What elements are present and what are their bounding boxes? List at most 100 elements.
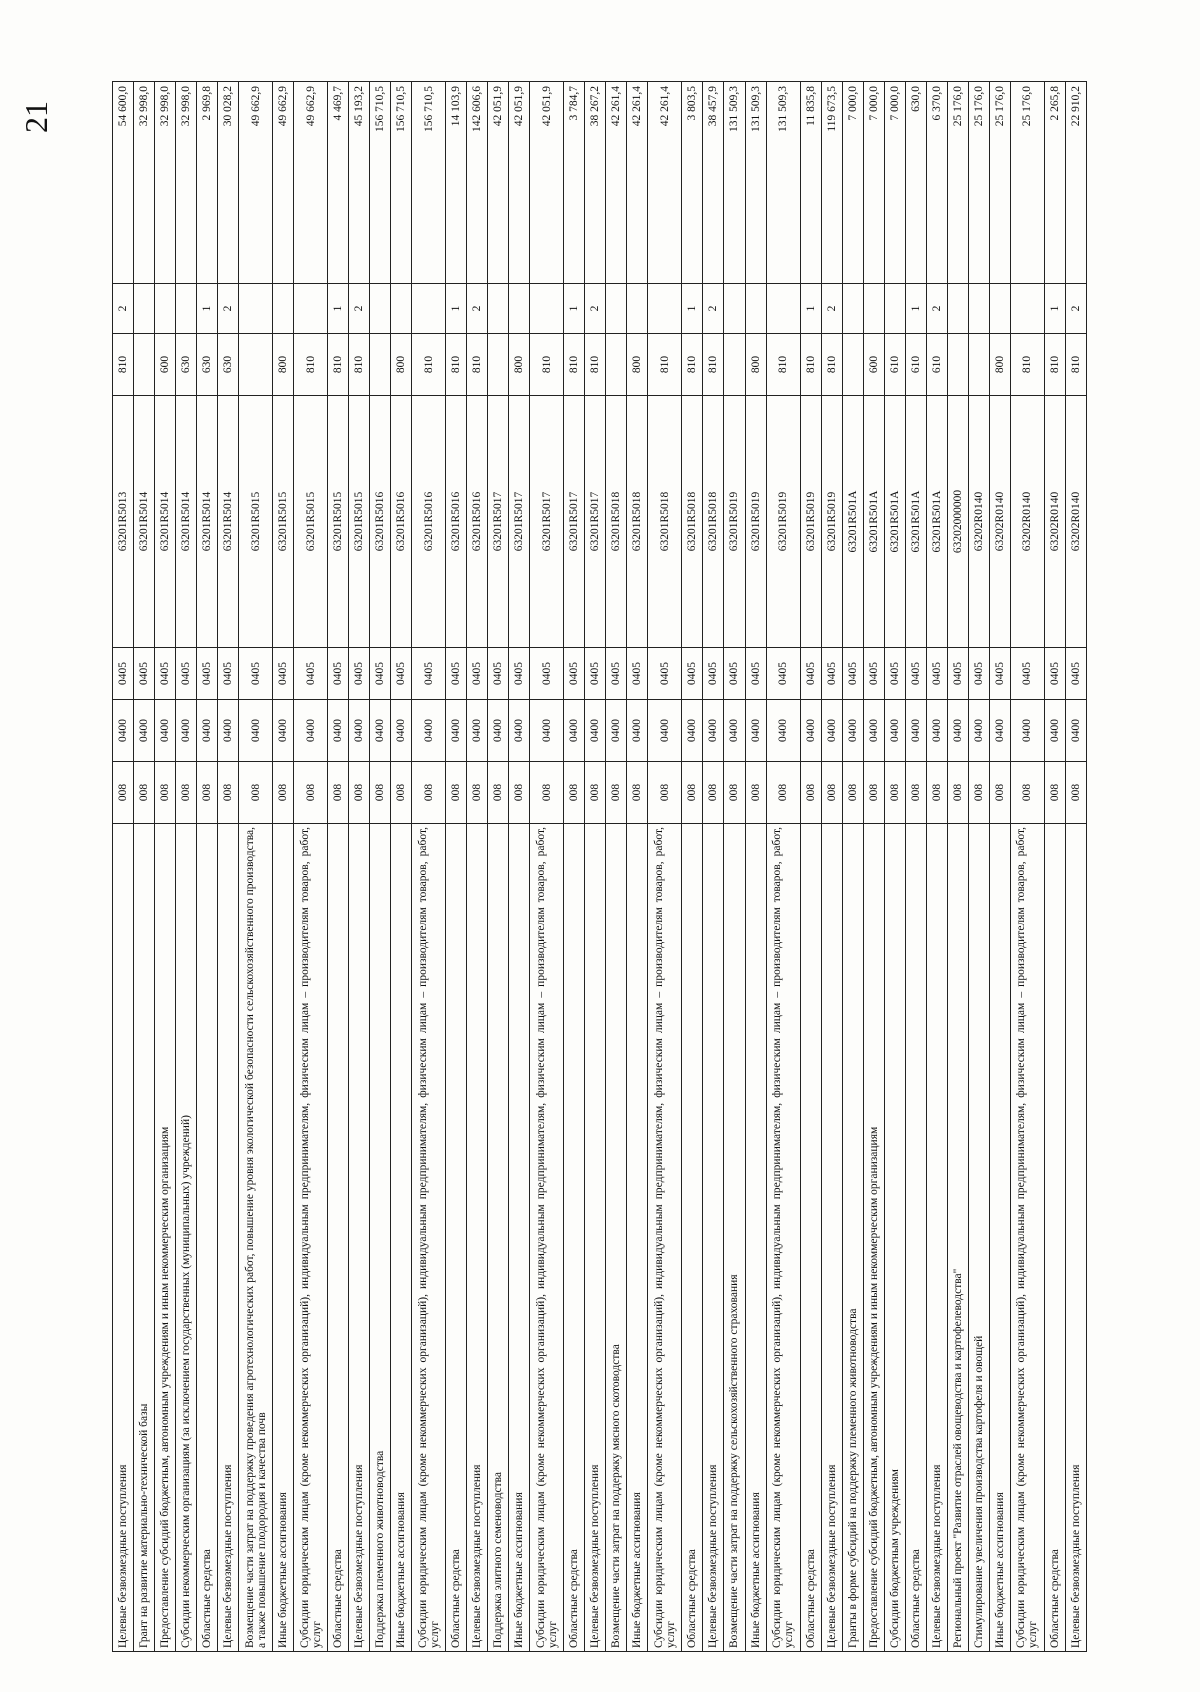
section-code-cell: 0400 bbox=[863, 699, 885, 762]
amount-cell: 45 193,2 bbox=[348, 81, 370, 284]
amount-cell: 131 509,3 bbox=[723, 81, 745, 284]
amount-cell: 4 469,7 bbox=[327, 81, 349, 284]
target-article-cell: 63201R5015 bbox=[272, 395, 294, 648]
ministry-code-cell: 008 bbox=[584, 761, 606, 824]
subsection-code-cell: 0405 bbox=[466, 647, 488, 700]
target-article-cell: 63201R501A bbox=[842, 395, 864, 648]
table-row: Возмещение части затрат на поддержку про… bbox=[238, 81, 273, 1652]
section-code-cell: 0400 bbox=[1010, 699, 1045, 762]
section-code-cell: 0400 bbox=[466, 699, 488, 762]
expense-type-cell: 810 bbox=[1044, 333, 1066, 396]
item-name-cell: Областные средства bbox=[681, 823, 703, 1652]
item-name-cell: Иные бюджетные ассигнования bbox=[626, 823, 648, 1652]
amount-cell: 7 000,0 bbox=[863, 81, 885, 284]
target-article-cell: 63201R5016 bbox=[466, 395, 488, 648]
funding-source-cell bbox=[647, 283, 682, 334]
subsection-code-cell: 0405 bbox=[238, 647, 273, 700]
target-article-cell: 63201R5018 bbox=[681, 395, 703, 648]
table-row: Субсидии юридическим лицам (кроме некомм… bbox=[1010, 81, 1045, 1652]
target-article-cell: 63201R5016 bbox=[369, 395, 391, 648]
ministry-code-cell: 008 bbox=[272, 761, 294, 824]
expense-type-cell: 610 bbox=[926, 333, 948, 396]
subsection-code-cell: 0405 bbox=[647, 647, 682, 700]
subsection-code-cell: 0405 bbox=[723, 647, 745, 700]
section-code-cell: 0400 bbox=[800, 699, 822, 762]
funding-source-cell: 1 bbox=[1044, 283, 1066, 334]
target-article-cell: 63201R5016 bbox=[445, 395, 467, 648]
target-article-cell: 63202R0140 bbox=[968, 395, 990, 648]
item-name-cell: Целевые безвозмездные поступления bbox=[926, 823, 948, 1652]
expense-type-cell: 810 bbox=[681, 333, 703, 396]
section-code-cell: 0400 bbox=[487, 699, 509, 762]
section-code-cell: 0400 bbox=[884, 699, 906, 762]
funding-source-cell bbox=[154, 283, 176, 334]
target-article-cell: 63201R5014 bbox=[196, 395, 218, 648]
ministry-code-cell: 008 bbox=[348, 761, 370, 824]
target-article-cell: 63201R5015 bbox=[348, 395, 370, 648]
ministry-code-cell: 008 bbox=[217, 761, 239, 824]
expense-type-cell: 810 bbox=[466, 333, 488, 396]
subsection-code-cell: 0405 bbox=[863, 647, 885, 700]
expense-type-cell bbox=[842, 333, 864, 396]
target-article-cell: 63201R5018 bbox=[605, 395, 627, 648]
target-article-cell: 63201R5017 bbox=[487, 395, 509, 648]
section-code-cell: 0400 bbox=[989, 699, 1011, 762]
target-article-cell: 63201R5019 bbox=[723, 395, 745, 648]
ministry-code-cell: 008 bbox=[508, 761, 530, 824]
ministry-code-cell: 008 bbox=[626, 761, 648, 824]
section-code-cell: 0400 bbox=[390, 699, 412, 762]
ministry-code-cell: 008 bbox=[369, 761, 391, 824]
amount-cell: 42 051,9 bbox=[487, 81, 509, 284]
item-name-cell: Областные средства bbox=[327, 823, 349, 1652]
ministry-code-cell: 008 bbox=[175, 761, 197, 824]
funding-source-cell: 2 bbox=[348, 283, 370, 334]
subsection-code-cell: 0405 bbox=[842, 647, 864, 700]
expense-type-cell: 810 bbox=[584, 333, 606, 396]
ministry-code-cell: 008 bbox=[605, 761, 627, 824]
amount-cell: 3 784,7 bbox=[563, 81, 585, 284]
expense-type-cell bbox=[369, 333, 391, 396]
funding-source-cell: 2 bbox=[926, 283, 948, 334]
expense-type-cell: 610 bbox=[884, 333, 906, 396]
expense-type-cell: 630 bbox=[196, 333, 218, 396]
item-name-cell: Иные бюджетные ассигнования bbox=[508, 823, 530, 1652]
funding-source-cell bbox=[968, 283, 990, 334]
subsection-code-cell: 0405 bbox=[154, 647, 176, 700]
funding-source-cell: 2 bbox=[702, 283, 724, 334]
target-article-cell: 63201R5017 bbox=[563, 395, 585, 648]
funding-source-cell bbox=[947, 283, 969, 334]
subsection-code-cell: 0405 bbox=[884, 647, 906, 700]
ministry-code-cell: 008 bbox=[411, 761, 446, 824]
section-code-cell: 0400 bbox=[584, 699, 606, 762]
item-name-cell: Субсидии юридическим лицам (кроме некомм… bbox=[529, 823, 564, 1652]
ministry-code-cell: 008 bbox=[842, 761, 864, 824]
section-code-cell: 0400 bbox=[1044, 699, 1066, 762]
section-code-cell: 0400 bbox=[348, 699, 370, 762]
item-name-cell: Целевые безвозмездные поступления bbox=[466, 823, 488, 1652]
section-code-cell: 0400 bbox=[445, 699, 467, 762]
subsection-code-cell: 0405 bbox=[327, 647, 349, 700]
section-code-cell: 0400 bbox=[947, 699, 969, 762]
target-article-cell: 63201R5018 bbox=[702, 395, 724, 648]
ministry-code-cell: 008 bbox=[800, 761, 822, 824]
target-article-cell: 63201R501A bbox=[926, 395, 948, 648]
amount-cell: 49 662,9 bbox=[238, 81, 273, 284]
subsection-code-cell: 0405 bbox=[800, 647, 822, 700]
target-article-cell: 63201R5014 bbox=[154, 395, 176, 648]
subsection-code-cell: 0405 bbox=[508, 647, 530, 700]
section-code-cell: 0400 bbox=[133, 699, 155, 762]
subsection-code-cell: 0405 bbox=[1044, 647, 1066, 700]
subsection-code-cell: 0405 bbox=[745, 647, 767, 700]
section-code-cell: 0400 bbox=[626, 699, 648, 762]
subsection-code-cell: 0405 bbox=[947, 647, 969, 700]
item-name-cell: Возмещение части затрат на поддержку мяс… bbox=[605, 823, 627, 1652]
ministry-code-cell: 008 bbox=[466, 761, 488, 824]
amount-cell: 42 261,4 bbox=[605, 81, 627, 284]
section-code-cell: 0400 bbox=[766, 699, 801, 762]
item-name-cell: Предоставление субсидий бюджетным, автон… bbox=[154, 823, 176, 1652]
